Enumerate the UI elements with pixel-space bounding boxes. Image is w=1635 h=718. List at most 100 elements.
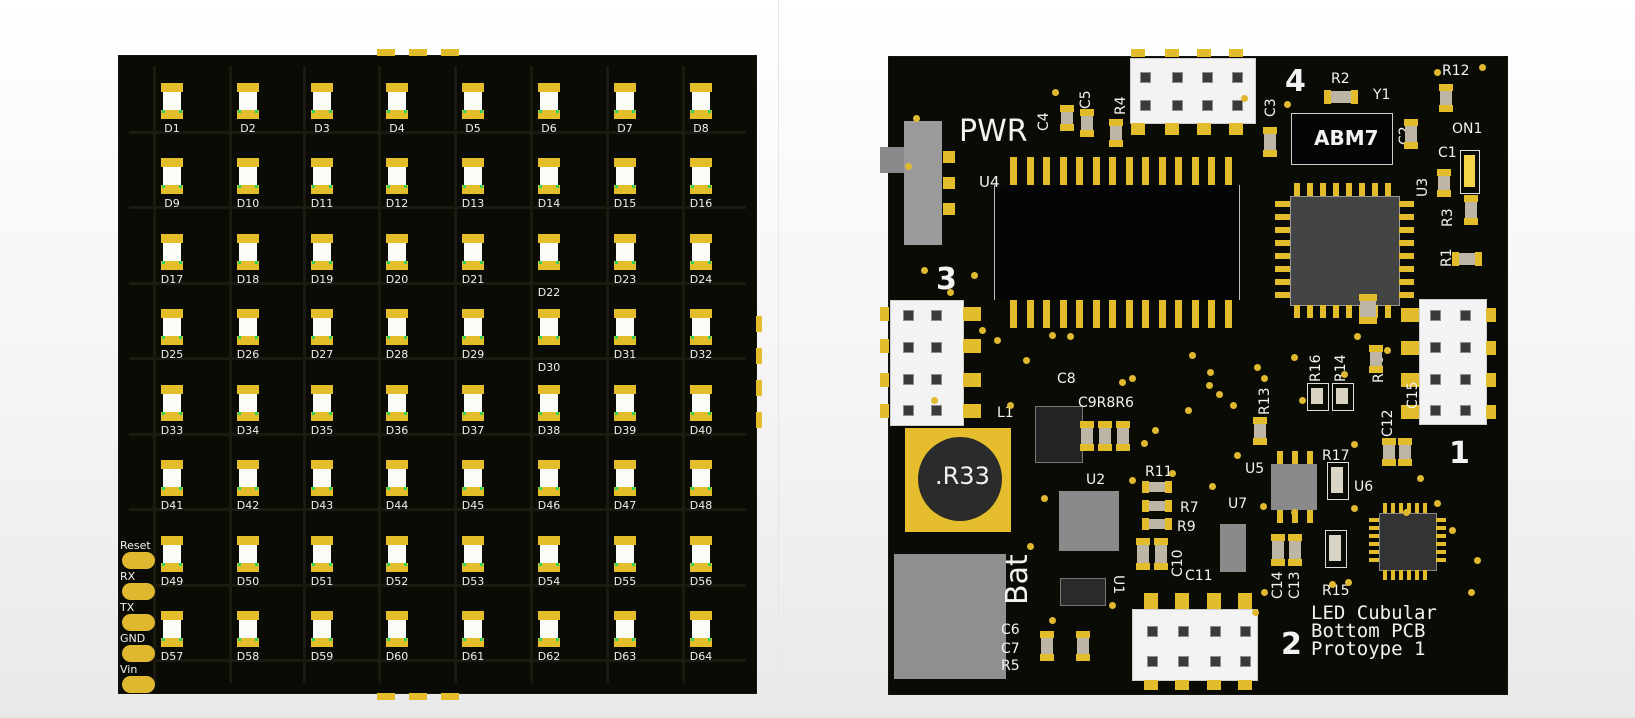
led-d2 [237, 83, 259, 119]
header-pad-rx[interactable] [122, 583, 155, 600]
connector-2-label: 2 [1281, 627, 1302, 662]
connector-1[interactable] [1419, 299, 1487, 425]
board-trace [129, 131, 746, 134]
power-switch[interactable] [904, 121, 942, 245]
passive-part [1041, 638, 1053, 654]
header-pad-gnd[interactable] [122, 645, 155, 662]
led-label: D44 [385, 499, 409, 512]
via [1049, 332, 1056, 339]
led-label: D43 [310, 499, 334, 512]
connector-3[interactable] [890, 300, 964, 426]
led-label: D15 [613, 197, 637, 210]
u4-pin [1125, 157, 1133, 185]
passive-part [1136, 538, 1150, 545]
power-switch-pin [943, 151, 955, 163]
r14-label: R14 [1333, 354, 1349, 382]
power-switch-pin [943, 177, 955, 189]
led-label: D31 [613, 348, 637, 361]
via [1284, 101, 1291, 108]
led-label: D41 [160, 499, 184, 512]
led-label: D23 [613, 273, 637, 286]
mcu-pin [1399, 292, 1414, 298]
led-d16 [690, 158, 712, 194]
passive-part [1440, 91, 1452, 105]
led-label: D28 [385, 348, 409, 361]
connector-1-pin [1401, 405, 1419, 419]
passive-part [1382, 438, 1396, 445]
led-d25 [161, 309, 183, 345]
header-pad-tx[interactable] [122, 614, 155, 631]
led-label: D20 [385, 273, 409, 286]
header-pad-reset[interactable] [122, 552, 155, 569]
via [931, 397, 938, 404]
edge-pin [409, 49, 427, 56]
passive-component [1439, 84, 1453, 112]
passive-part [1383, 445, 1395, 459]
c12-label: C12 [1380, 409, 1396, 437]
u4-pin [1059, 157, 1067, 185]
led-label: D47 [613, 499, 637, 512]
led-d6 [538, 83, 560, 119]
passive-part [1110, 126, 1122, 140]
connector-1-pin [1401, 308, 1419, 322]
passive-part [1155, 545, 1167, 563]
passive-part [1142, 518, 1149, 530]
connector-2[interactable] [1132, 609, 1258, 681]
led-label: D40 [689, 424, 713, 437]
passive-part [1398, 459, 1412, 466]
led-d64 [690, 611, 712, 647]
led-label: D27 [310, 348, 334, 361]
via [905, 163, 912, 170]
c8-label: C8 [1057, 371, 1076, 387]
mcu-pin [1359, 183, 1365, 196]
u6-pin [1399, 570, 1403, 580]
led-label: D42 [236, 499, 260, 512]
led-d14 [538, 158, 560, 194]
passive-component [1382, 438, 1396, 466]
led-d42 [237, 460, 259, 496]
via [1291, 509, 1298, 516]
via [1252, 609, 1259, 616]
connector-2-pin [1144, 680, 1158, 690]
via [1129, 375, 1136, 382]
u6-pin [1407, 570, 1411, 580]
led-d60 [386, 611, 408, 647]
led-label: D30 [537, 361, 561, 374]
led-d21 [462, 234, 484, 270]
board-trace [530, 66, 533, 683]
board-trace [129, 206, 746, 209]
crystal-y1: ABM7 [1291, 113, 1393, 165]
passive-part [1331, 467, 1343, 493]
connector-3-pin [880, 339, 889, 353]
passive-part [1331, 91, 1351, 103]
outlined-resistor [1327, 462, 1349, 500]
mcu-pin [1399, 266, 1414, 272]
connector-4-pin [1165, 49, 1179, 57]
connector-3-pin [963, 307, 981, 321]
led-label: D3 [314, 122, 330, 135]
led-label: D50 [236, 575, 260, 588]
board-trace [129, 282, 746, 285]
led-label: D52 [385, 575, 409, 588]
led-d19 [311, 234, 333, 270]
via [1230, 402, 1237, 409]
header-label: RX [120, 570, 136, 583]
connector-4-pin [1165, 123, 1179, 135]
power-switch-actuator[interactable] [880, 147, 904, 173]
passive-part [1437, 190, 1451, 197]
header-label: GND [120, 632, 146, 645]
r7-label: R7 [1180, 500, 1199, 516]
header-pad-vin[interactable] [122, 676, 155, 693]
u5-label: U5 [1245, 461, 1265, 477]
connector-4-pin [1197, 49, 1211, 57]
connector-4[interactable] [1130, 58, 1256, 124]
via [1067, 333, 1074, 340]
connector-2-pin [1175, 593, 1189, 609]
led-d54 [538, 536, 560, 572]
on1-led [1460, 150, 1480, 194]
led-label: D17 [160, 273, 184, 286]
via [1234, 452, 1241, 459]
passive-part [1329, 535, 1341, 561]
inductor-l1: .R33 [918, 437, 1002, 521]
mcu-pin [1275, 201, 1290, 207]
